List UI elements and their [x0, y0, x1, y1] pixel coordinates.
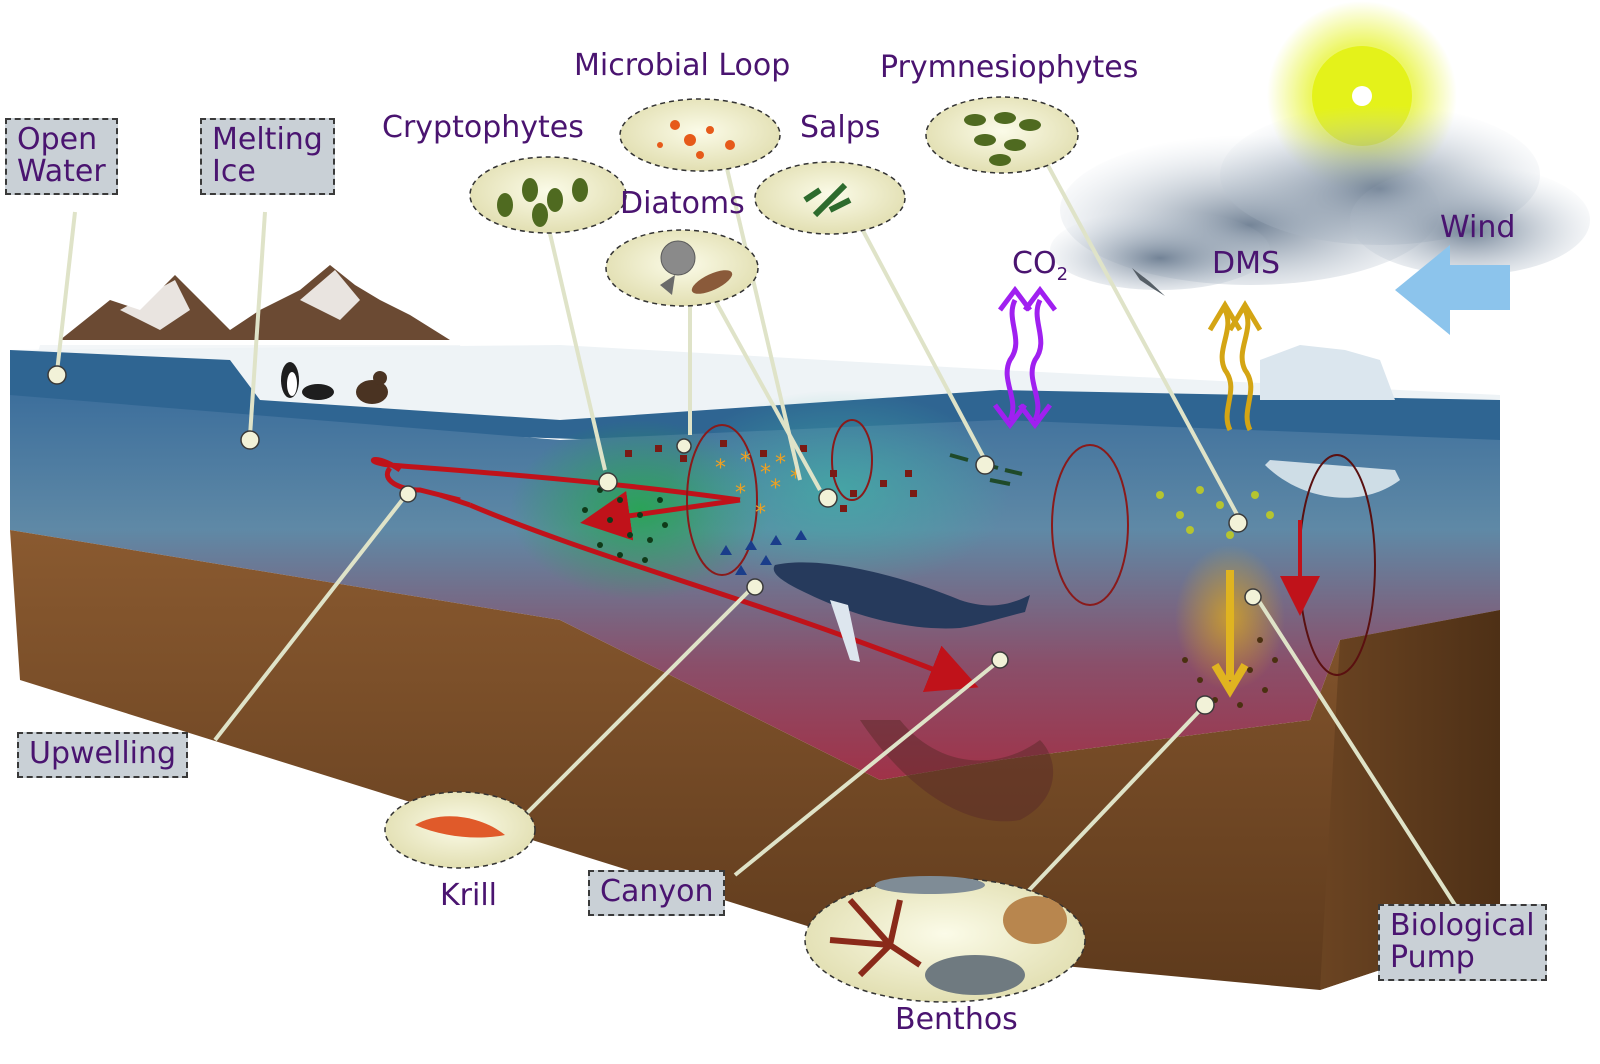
salps-label: Salps: [800, 110, 881, 145]
microbial-loop-label: Microbial Loop: [574, 48, 791, 83]
krill-triangles: [720, 530, 807, 575]
seal-icon: [356, 371, 388, 404]
wind-label: Wind: [1440, 210, 1516, 245]
cryptophyte-dots: [582, 487, 668, 563]
leader-lines: [55, 159, 1457, 907]
iceberg: [1260, 345, 1395, 400]
prymnesiophytes-label: Prymnesiophytes: [880, 50, 1139, 85]
biological-pump-label: Biological Pump: [1378, 904, 1547, 981]
benthos-label: Benthos: [895, 1002, 1018, 1037]
upwelling-label: Upwelling: [17, 732, 189, 778]
sea-spider-icon: [1003, 896, 1067, 944]
penguins-icon: [281, 362, 334, 400]
melting-ice-label: Melting Ice: [200, 118, 335, 195]
co2-arrows: [993, 285, 1057, 430]
cryptophytes-label: Cryptophytes: [382, 110, 584, 145]
microbial-loop-squares: [625, 440, 917, 512]
diatom-stars: *** *** **: [715, 449, 801, 526]
canyon-label: Canyon: [588, 870, 726, 916]
svg-text:*: *: [755, 501, 766, 526]
seabird-icon: [1132, 268, 1165, 296]
svg-text:*: *: [740, 449, 751, 474]
canyon-shape: [860, 720, 1054, 822]
svg-text:*: *: [715, 456, 726, 481]
svg-text:*: *: [790, 466, 801, 491]
svg-text:*: *: [770, 476, 781, 501]
humpback-whale-icon: [773, 562, 1030, 662]
krill-label: Krill: [440, 878, 498, 913]
fish-icon: [875, 876, 985, 894]
diatoms-bubble: [605, 229, 759, 307]
dms-label: DMS: [1212, 246, 1281, 281]
seafloor: [10, 530, 1500, 990]
co2-label: CO2: [1012, 246, 1069, 285]
diatoms-label: Diatoms: [620, 186, 745, 221]
wind-arrow: [1395, 245, 1510, 335]
svg-text:*: *: [735, 481, 746, 506]
svg-text:*: *: [775, 451, 786, 476]
upwelling-current-arrow: [371, 457, 741, 520]
benthos-bubble: [804, 876, 1086, 1003]
benthic-fish-icon: [925, 955, 1025, 995]
svg-text:*: *: [760, 461, 771, 486]
krill-bubble: [384, 791, 536, 869]
salps-bubble: [754, 161, 906, 235]
cryptophytes-bubble: [469, 156, 627, 234]
open-water-label: Open Water: [5, 118, 118, 195]
cloud-icon: [1050, 105, 1590, 290]
mixing-loop: [686, 424, 758, 576]
starfish-icon: [829, 898, 922, 978]
prymnesiophytes-bubble: [925, 96, 1079, 174]
dms-arrows: [1207, 300, 1263, 432]
leader-endpoints: [47, 365, 1262, 715]
microbial-loop-bubble: [619, 98, 781, 172]
